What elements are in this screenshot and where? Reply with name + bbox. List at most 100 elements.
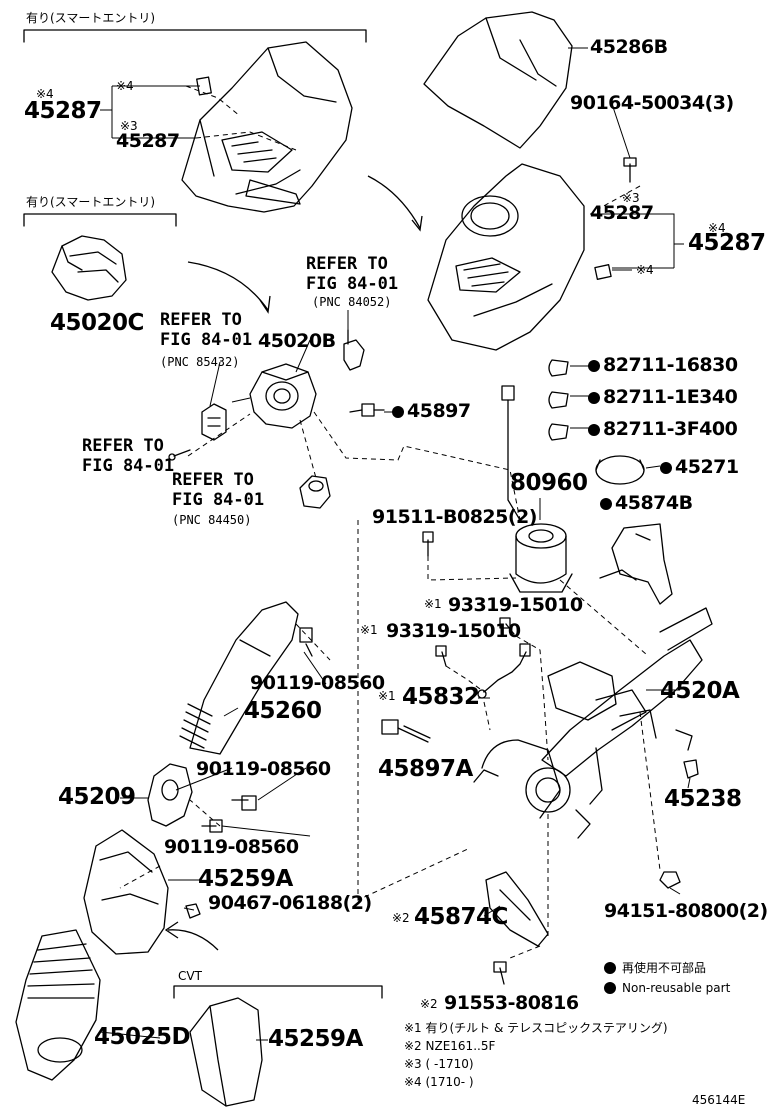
- refer-switch-84052: [343, 329, 365, 371]
- part-label-90164-50034[interactable]: 90164-50034(3): [570, 92, 734, 114]
- remark-3: ※3: [120, 119, 138, 133]
- part-label-45287[interactable]: 45287: [24, 98, 102, 124]
- option-label-cvt: CVT: [178, 969, 202, 983]
- part-45020C: [51, 235, 127, 301]
- part-label-90119-08560[interactable]: 90119-08560: [164, 836, 299, 858]
- non-reusable-dot-icon: [588, 424, 600, 436]
- refer-line: REFER TO: [306, 254, 388, 274]
- screw-93319-b: [435, 645, 447, 667]
- option-bracket-cvt: [173, 985, 383, 999]
- refer-figure[interactable]: FIG 84-01: [306, 274, 399, 294]
- non-reusable-dot-icon: [588, 392, 600, 404]
- flow-arrows: [164, 175, 423, 951]
- upper-column-cover-left: [181, 41, 353, 213]
- part-label-45271[interactable]: 45271: [660, 458, 739, 477]
- part-label-45259A[interactable]: 45259A: [268, 1026, 363, 1052]
- part-label-45020B[interactable]: 45020B: [258, 330, 336, 352]
- part-45874C-bracket: [485, 871, 549, 947]
- option-bracket-top: [23, 29, 367, 43]
- screw-91511: [422, 531, 434, 557]
- part-4520A-column: [473, 607, 713, 839]
- part-label-82711-16830[interactable]: 82711-16830: [588, 356, 738, 375]
- part-label-4520A[interactable]: 4520A: [660, 678, 740, 704]
- part-45260-shaft: [179, 601, 313, 755]
- part-label-45259A[interactable]: 45259A: [198, 866, 293, 892]
- refer-figure[interactable]: FIG 84-01: [172, 490, 265, 510]
- part-label-91553-80816[interactable]: 91553-80816: [444, 992, 579, 1014]
- dashed-guides: [119, 85, 661, 959]
- part-45020B: [249, 363, 317, 429]
- part-label-82711-3F400[interactable]: 82711-3F400: [588, 420, 738, 439]
- clips-82711: [548, 359, 569, 441]
- part-45897-bolt: [349, 403, 385, 417]
- non-reusable-dot-icon: [600, 498, 612, 510]
- non-reusable-dot-icon: [588, 360, 600, 372]
- part-45832-harness: [477, 643, 531, 699]
- legend-dots: [604, 962, 616, 994]
- part-label-90119-08560[interactable]: 90119-08560: [196, 758, 331, 780]
- part-label-91511-B0825[interactable]: 91511-B0825(2): [372, 506, 537, 528]
- refer-line: REFER TO: [172, 470, 254, 490]
- footnote-3: ※3 ( -1710): [404, 1057, 474, 1071]
- screw-91553: [493, 961, 507, 985]
- bolt-45897A: [381, 719, 431, 743]
- part-label-45287[interactable]: 45287: [590, 202, 654, 224]
- footnote-1: ※1 有り(チルト & テレスコピックステアリング): [404, 1021, 668, 1035]
- part-45025D-boot: [15, 929, 101, 1081]
- remark-2: ※2: [420, 997, 438, 1011]
- option-bracket-mid: [23, 213, 177, 227]
- part-45238: [683, 759, 699, 779]
- option-label-smart-entry: 有り(スマートエントリ): [26, 11, 156, 25]
- part-label-80960[interactable]: 80960: [510, 470, 588, 496]
- part-label-45832[interactable]: 45832: [402, 684, 480, 710]
- part-45259A-upper-boot: [83, 829, 169, 955]
- refer-pnc: (PNC 84052): [312, 295, 392, 309]
- figure-id: 456144E: [692, 1093, 746, 1107]
- part-label-45897[interactable]: 45897: [392, 402, 471, 421]
- part-label-45025D[interactable]: 45025D: [94, 1024, 191, 1050]
- part-label-45874B[interactable]: 45874B: [600, 494, 693, 513]
- refer-line: REFER TO: [82, 436, 164, 456]
- part-label-93319-15010[interactable]: 93319-15010: [448, 594, 583, 616]
- part-label-90467-06188[interactable]: 90467-06188(2): [208, 892, 372, 914]
- remark-4: ※4: [36, 87, 54, 101]
- part-label-94151-80800[interactable]: 94151-80800(2): [604, 900, 768, 922]
- screw-refer-84-01: [168, 449, 191, 461]
- remark-3: ※3: [622, 191, 640, 205]
- part-label-93319-15010[interactable]: 93319-15010: [386, 620, 521, 642]
- part-label-45238[interactable]: 45238: [664, 786, 742, 812]
- leader-lines: [99, 47, 691, 1041]
- refer-part-84450: [299, 475, 331, 509]
- part-label-45020C[interactable]: 45020C: [50, 310, 144, 336]
- upper-column-cover-45286B: [423, 11, 573, 149]
- screw-93319-a: [499, 617, 515, 635]
- refer-figure[interactable]: FIG 84-01: [160, 330, 253, 350]
- footnote-2: ※2 NZE161..5F: [404, 1039, 496, 1053]
- part-label-45897A[interactable]: 45897A: [378, 756, 473, 782]
- part-label-45286B[interactable]: 45286B: [590, 36, 668, 58]
- lower-column-cover-right: [427, 163, 612, 351]
- non-reusable-dot-icon: [660, 462, 672, 474]
- remark-1: ※1: [378, 689, 396, 703]
- part-80960: [501, 385, 573, 593]
- part-label-45287[interactable]: 45287: [688, 230, 766, 256]
- part-45209-joint: [147, 763, 257, 833]
- option-label-smart-entry: 有り(スマートエントリ): [26, 195, 156, 209]
- part-label-45287[interactable]: 45287: [116, 130, 180, 152]
- remark-4: ※4: [636, 263, 654, 277]
- non-reusable-dot-icon: [392, 406, 404, 418]
- part-label-45874C[interactable]: 45874C: [414, 904, 508, 930]
- part-label-45209[interactable]: 45209: [58, 784, 136, 810]
- part-45874B: [599, 523, 673, 605]
- remark-4: ※4: [708, 221, 726, 235]
- remark-1: ※1: [424, 597, 442, 611]
- part-label-90119-08560[interactable]: 90119-08560: [250, 672, 385, 694]
- remark-2: ※2: [392, 911, 410, 925]
- part-label-45260[interactable]: 45260: [244, 698, 322, 724]
- footnote-4: ※4 (1710- ): [404, 1075, 474, 1089]
- refer-figure[interactable]: FIG 84-01: [82, 456, 175, 476]
- part-45271-clamp: [595, 455, 645, 485]
- legend-non-reusable-en: Non-reusable part: [622, 981, 731, 995]
- part-label-82711-1E340[interactable]: 82711-1E340: [588, 388, 738, 407]
